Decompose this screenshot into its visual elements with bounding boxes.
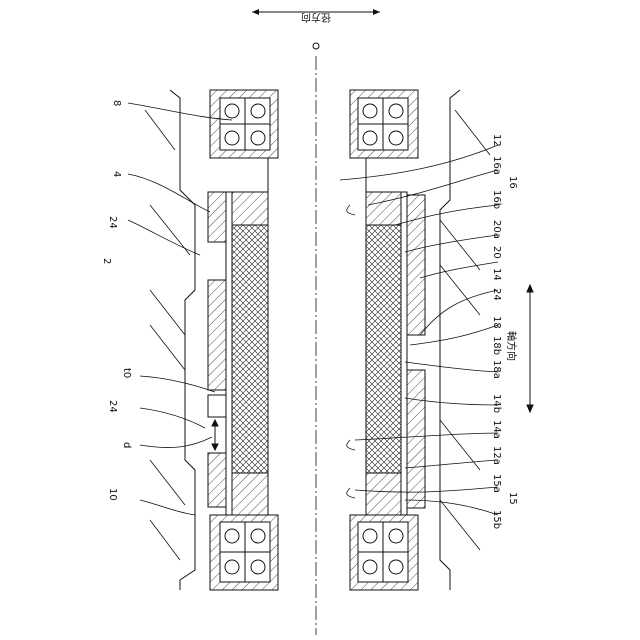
label-t0: t0 [121, 368, 132, 378]
label-15b: 15b [491, 510, 502, 529]
label-14b: 14b [491, 394, 502, 413]
label-8: 8 [111, 100, 122, 106]
label-12a: 12a [491, 446, 502, 465]
right-rotor-assembly [366, 192, 425, 515]
left-housing-hatch-lines [145, 110, 190, 560]
label-12: 12 [491, 134, 502, 147]
label-14: 14 [491, 268, 502, 281]
label-20: 20 [491, 246, 502, 259]
bottom-left-bearing [210, 515, 278, 590]
label-15: 15 [507, 492, 518, 505]
axial-direction-arrow [527, 285, 533, 412]
label-16b: 16b [491, 190, 502, 209]
bottom-right-bearing [350, 515, 418, 590]
left-housing [170, 90, 195, 590]
label-16a: 16a [491, 156, 502, 175]
gap-dimension-d [212, 420, 218, 450]
label-d: d [121, 442, 132, 448]
label-18: 18 [491, 316, 502, 329]
top-right-bearing [350, 90, 418, 158]
radial-direction-label: 径方向 [301, 11, 331, 24]
label-24-right: 24 [491, 288, 502, 301]
top-left-bearing [210, 90, 278, 158]
label-18b: 18b [491, 336, 502, 355]
label-10: 10 [107, 488, 118, 501]
label-4: 4 [111, 171, 122, 177]
label-20a: 20a [491, 220, 502, 239]
left-rotor-assembly [208, 192, 268, 515]
label-2: 2 [101, 258, 112, 264]
label-16: 16 [507, 176, 518, 189]
label-18a: 18a [491, 360, 502, 379]
reference-labels: 8 4 24 2 t0 24 d 10 12 16a 16 16b 20a 20… [101, 100, 518, 529]
label-15a: 15a [491, 474, 502, 493]
shaft-outline [268, 158, 366, 515]
label-24-upper: 24 [107, 216, 118, 229]
axial-direction-label: 軸方向 [505, 331, 518, 361]
label-14a: 14a [491, 420, 502, 439]
axis-origin-mark [313, 43, 319, 49]
label-24-lower: 24 [107, 400, 118, 413]
